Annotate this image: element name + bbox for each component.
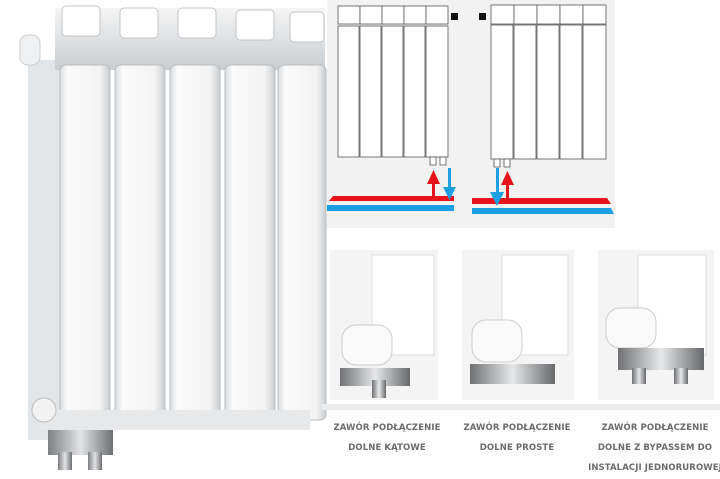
valve-bypass-photo	[598, 250, 714, 400]
radiator-photo	[19, 5, 327, 470]
divider	[322, 404, 720, 410]
caption-bypass-valve: ZAWÓR PODŁĄCZENIE DOLNE Z BYPASSEM DO IN…	[588, 423, 720, 473]
valve-straight-photo	[462, 250, 574, 400]
radiator-sections	[59, 64, 327, 421]
diagram-radiator-right	[490, 4, 607, 168]
cold-pipe-right	[472, 208, 614, 214]
caption-angle-valve: ZAWÓR PODŁĄCZENIE DOLNE KĄTOWE	[333, 423, 441, 453]
hot-pipe-right	[472, 198, 611, 204]
cold-arrow-down-icon	[443, 168, 504, 206]
cold-pipe-left	[327, 205, 454, 211]
caption-straight-valve: ZAWÓR PODŁĄCZENIE DOLNE PROSTE	[463, 423, 571, 453]
air-vent-icon	[451, 13, 458, 20]
valve-angle-photo	[330, 250, 438, 400]
connection-diagram	[327, 0, 615, 228]
bottom-valve	[31, 397, 113, 470]
valve-photos	[330, 250, 714, 400]
radiator-top-caps	[55, 5, 325, 70]
hot-arrow-up-icon	[427, 170, 514, 198]
hot-pipe-left	[329, 196, 454, 201]
diagram-radiator-left	[337, 5, 449, 166]
